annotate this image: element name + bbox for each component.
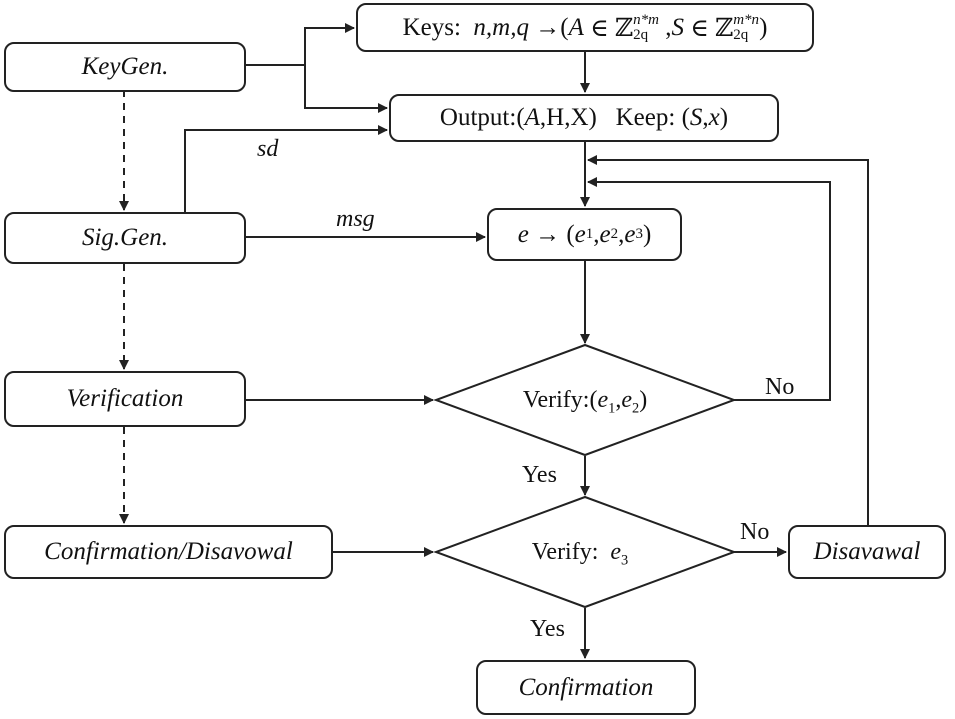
- keygen-label: KeyGen.: [81, 53, 169, 80]
- keys-params: n,m,q: [473, 13, 529, 41]
- verify1-e1: e: [597, 386, 609, 413]
- e-symbol: e: [517, 220, 529, 248]
- e2-sub: 2: [610, 226, 619, 242]
- confirmation-disavowal-label: Confirmation/Disavowal: [44, 538, 293, 565]
- verify1-label: Verify:: [522, 386, 590, 413]
- e3: e: [624, 220, 636, 248]
- verify1-text: Verify:(e1,e2): [522, 386, 648, 417]
- verify2-text: Verify: e3: [532, 540, 629, 568]
- keys-arrow: →: [535, 13, 561, 41]
- verify1-e2: e: [621, 386, 632, 413]
- yes-label-1: Yes: [522, 462, 557, 488]
- keep-x: x: [708, 104, 720, 131]
- confirmation-disavowal-box: Confirmation/Disavowal: [4, 525, 333, 579]
- disavowal-box: Disavawal: [788, 525, 946, 579]
- keys-sub2: 2q: [733, 26, 749, 43]
- keys-in-2: ∈: [690, 14, 709, 42]
- yes-label-2: Yes: [530, 616, 565, 642]
- output-rest: ,H,X): [539, 104, 597, 131]
- output-label: Output:: [439, 104, 517, 131]
- verify1-diamond: [433, 343, 737, 457]
- e-open: (: [566, 220, 575, 248]
- keep-S: S: [689, 104, 703, 131]
- verify2-e3-sub: 3: [621, 552, 629, 569]
- verification-label: Verification: [66, 385, 184, 412]
- keys-in-1: ∈: [590, 14, 609, 42]
- keys-A: A: [568, 13, 584, 41]
- e-close: ): [642, 220, 652, 248]
- verify1-close: ): [639, 386, 648, 413]
- output-A: A: [524, 104, 540, 131]
- e1-sub: 1: [585, 226, 594, 242]
- keep-comma: ,: [702, 104, 709, 131]
- verify2-diamond: [433, 495, 737, 609]
- no-label-1: No: [765, 374, 795, 400]
- siggen-box: Sig.Gen.: [4, 212, 246, 264]
- verify1-no-loop-arrow: [587, 177, 831, 401]
- keep-close: ): [719, 104, 729, 131]
- keys-S: S: [671, 13, 684, 41]
- verify2-label: Verify:: [531, 538, 599, 565]
- e1: e: [574, 220, 586, 248]
- keys-open-paren: (: [560, 13, 569, 41]
- confirmation-box: Confirmation: [476, 660, 696, 715]
- verify1-e1-sub: 1: [608, 400, 616, 417]
- keys-sup2: m*n: [733, 11, 760, 28]
- siggen-label: Sig.Gen.: [81, 224, 169, 251]
- sd-label: sd: [257, 136, 279, 162]
- keys-label: Keys:: [402, 13, 461, 41]
- e3-sub: 3: [635, 226, 643, 242]
- keys-Z2: ℤ: [714, 14, 734, 42]
- keys-sub1: 2q: [633, 26, 649, 43]
- confirmation-label: Confirmation: [518, 673, 654, 701]
- verify1-open: (: [589, 386, 598, 413]
- keys-comma: ,: [665, 13, 672, 41]
- siggen-sd-arrow: [184, 125, 388, 212]
- output-keep-box: Output:(A,H,X) Keep: (S,x): [389, 94, 779, 142]
- e2: e: [599, 220, 611, 248]
- no-label-2: No: [740, 519, 770, 545]
- disavowal-loop-arrow: [587, 155, 869, 525]
- msg-label: msg: [336, 206, 375, 232]
- keep-open: (: [681, 104, 690, 131]
- e-arrow: →: [535, 220, 561, 248]
- keep-label: Keep:: [615, 104, 676, 131]
- verify2-e3: e: [610, 538, 622, 565]
- keygen-box: KeyGen.: [4, 42, 246, 92]
- keygen-to-output-arrow: [304, 65, 388, 113]
- output-open: (: [516, 104, 525, 131]
- disavowal-label: Disavawal: [813, 538, 921, 565]
- verification-box: Verification: [4, 371, 246, 427]
- keys-Z1: ℤ: [614, 14, 634, 42]
- keygen-to-keys-arrow: [246, 23, 355, 66]
- keys-close-paren: ): [759, 13, 768, 41]
- keys-sup1: n*m: [633, 11, 659, 28]
- verify1-e2-sub: 2: [631, 400, 640, 417]
